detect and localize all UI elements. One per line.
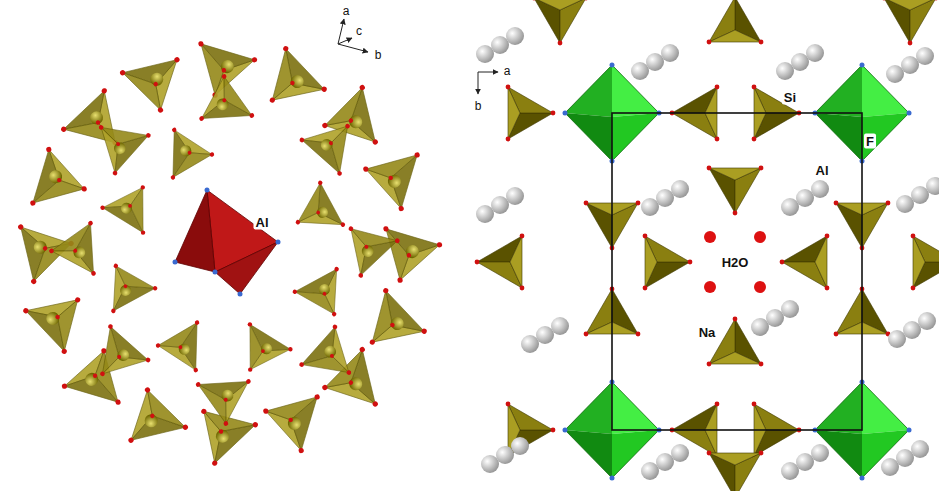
water-molecules xyxy=(704,231,766,293)
atom-label: H2O xyxy=(720,255,751,270)
atom-label: F xyxy=(864,134,876,149)
axis-triad xyxy=(338,19,368,52)
axis-label: c xyxy=(354,24,364,39)
axis-label: a xyxy=(502,64,513,79)
al-octahedron xyxy=(173,188,281,297)
axis-label: a xyxy=(341,4,352,19)
axis-label: b xyxy=(373,48,384,63)
atom-label: Si xyxy=(782,90,798,105)
atom-label: Na xyxy=(697,325,718,340)
axis-label: b xyxy=(473,99,484,114)
f-octahedra xyxy=(563,63,912,481)
si-tetrahedra xyxy=(475,0,939,491)
na-atoms xyxy=(476,27,939,480)
unit-cell xyxy=(612,113,862,430)
atom-label: Al xyxy=(814,163,831,178)
axis-pair xyxy=(478,72,498,94)
atom-label: Al xyxy=(254,215,271,230)
tetrahedra-ring xyxy=(0,32,447,475)
